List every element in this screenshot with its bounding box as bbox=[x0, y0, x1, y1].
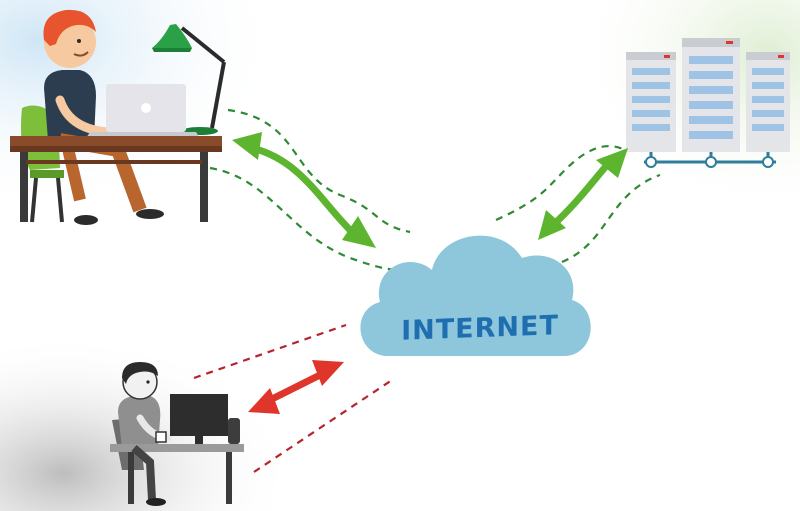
person-with-laptop-icon bbox=[10, 9, 226, 225]
server-internet-arrow bbox=[538, 148, 628, 240]
laptop-link-upper-dash bbox=[227, 108, 411, 234]
server-link-upper-dash bbox=[495, 145, 626, 222]
servers-icon bbox=[626, 38, 790, 168]
server-dashed-links bbox=[495, 145, 661, 264]
person-with-desktop-icon bbox=[110, 362, 244, 506]
desktop-link-upper-dash bbox=[193, 323, 347, 380]
desktop-link-lower-dash bbox=[253, 379, 393, 473]
desktop-internet-arrow bbox=[248, 360, 344, 414]
internet-label: INTERNET bbox=[401, 310, 559, 347]
laptop-internet-arrow bbox=[232, 132, 376, 248]
desktop-user-background bbox=[0, 260, 420, 511]
laptop-link-lower-dash bbox=[209, 166, 396, 272]
server-link-lower-dash bbox=[561, 173, 661, 264]
desktop-dashed-links bbox=[193, 323, 393, 473]
internet-cloud-icon bbox=[360, 235, 591, 356]
laptop-dashed-links bbox=[209, 108, 411, 272]
